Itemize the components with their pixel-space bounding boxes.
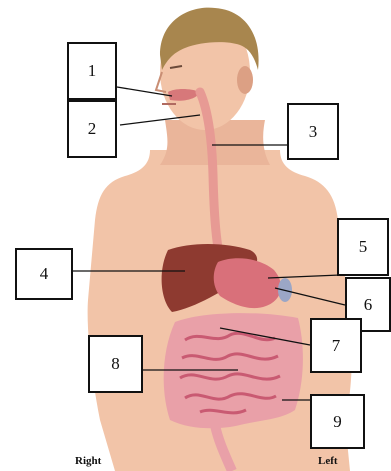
label-box-1: 1 [67,42,117,100]
side-label-right: Right [75,455,101,467]
label-box-5: 5 [337,218,389,276]
ear [237,66,253,94]
label-box-3: 3 [287,103,339,160]
label-box-2: 2 [67,100,117,158]
label-box-7: 7 [310,318,362,373]
label-box-4: 4 [15,248,73,300]
label-box-8: 8 [88,335,143,393]
side-label-left: Left [318,455,338,467]
label-box-9: 9 [310,394,365,449]
